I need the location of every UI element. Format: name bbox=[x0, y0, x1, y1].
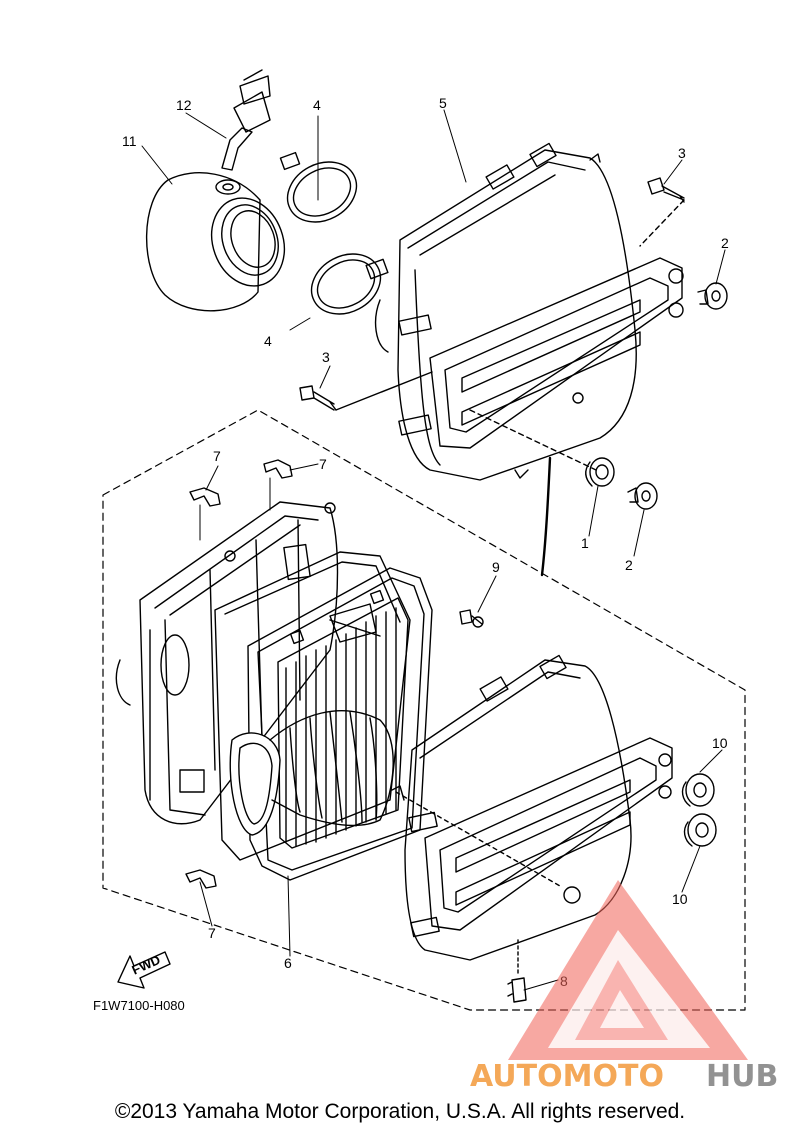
callout-1: 1 bbox=[581, 535, 589, 551]
diagram-code: F1W7100-H080 bbox=[93, 998, 185, 1013]
collar-upper-part-2 bbox=[697, 282, 728, 310]
fwd-label: FWD bbox=[129, 952, 162, 978]
breather-pipe-part-12 bbox=[221, 69, 271, 171]
intake-boot-part-11 bbox=[145, 172, 286, 312]
copyright-notice: ©2013 Yamaha Motor Corporation, U.S.A. A… bbox=[114, 1100, 686, 1123]
callout-12: 12 bbox=[176, 97, 192, 113]
case-lower-left bbox=[115, 501, 339, 825]
callout-11: 11 bbox=[122, 133, 137, 149]
hose-clamp-lower-part-4 bbox=[310, 253, 389, 315]
drain-plug-part-8 bbox=[507, 939, 527, 1003]
case-seal bbox=[214, 551, 411, 861]
callout-2-lower: 2 bbox=[625, 557, 633, 573]
callout-10-lower: 10 bbox=[672, 891, 688, 907]
watermark-brand-a: AUTOMOTO bbox=[470, 1059, 664, 1094]
case-upper-right bbox=[391, 654, 673, 961]
callout-3-lower: 3 bbox=[322, 349, 330, 365]
grommet-part-10-lower bbox=[683, 813, 717, 847]
air-filter-element-part-6 bbox=[247, 567, 433, 881]
callout-4-lower: 4 bbox=[264, 333, 272, 349]
screw-part-9 bbox=[459, 609, 484, 628]
automotohub-logo bbox=[508, 880, 748, 1060]
callout-7-bottom: 7 bbox=[208, 925, 216, 941]
fwd-arrow-icon bbox=[117, 951, 171, 989]
callout-4-upper: 4 bbox=[313, 97, 321, 113]
callout-7-right: 7 bbox=[319, 456, 327, 472]
watermark-brand-b: HUB bbox=[706, 1059, 778, 1094]
callout-10-upper: 10 bbox=[712, 735, 728, 751]
air-cleaner-case-part-5 bbox=[374, 142, 684, 481]
callout-6: 6 bbox=[284, 955, 292, 971]
bolt-lower-part-3 bbox=[299, 371, 433, 411]
clip-part-7-bottom bbox=[185, 869, 217, 889]
clip-part-7-left bbox=[189, 487, 221, 507]
callout-labels: 12 11 4 4 5 3 3 2 2 1 7 7 7 9 10 10 6 8 … bbox=[93, 95, 729, 1013]
callout-2-upper: 2 bbox=[721, 235, 729, 251]
intake-duct bbox=[229, 710, 394, 836]
grommet-part-1 bbox=[585, 457, 615, 487]
callout-7-left: 7 bbox=[213, 448, 221, 464]
clip-part-7-right bbox=[263, 459, 293, 479]
callout-9: 9 bbox=[492, 559, 500, 575]
bolt-upper-part-3 bbox=[639, 177, 685, 247]
grommet-part-10-upper bbox=[681, 773, 715, 807]
callout-3-upper: 3 bbox=[678, 145, 686, 161]
callout-5: 5 bbox=[439, 95, 447, 111]
hose-clamp-upper-part-4 bbox=[279, 151, 358, 223]
collar-lower-part-2 bbox=[627, 482, 658, 510]
assembly-boundary bbox=[102, 409, 746, 1011]
